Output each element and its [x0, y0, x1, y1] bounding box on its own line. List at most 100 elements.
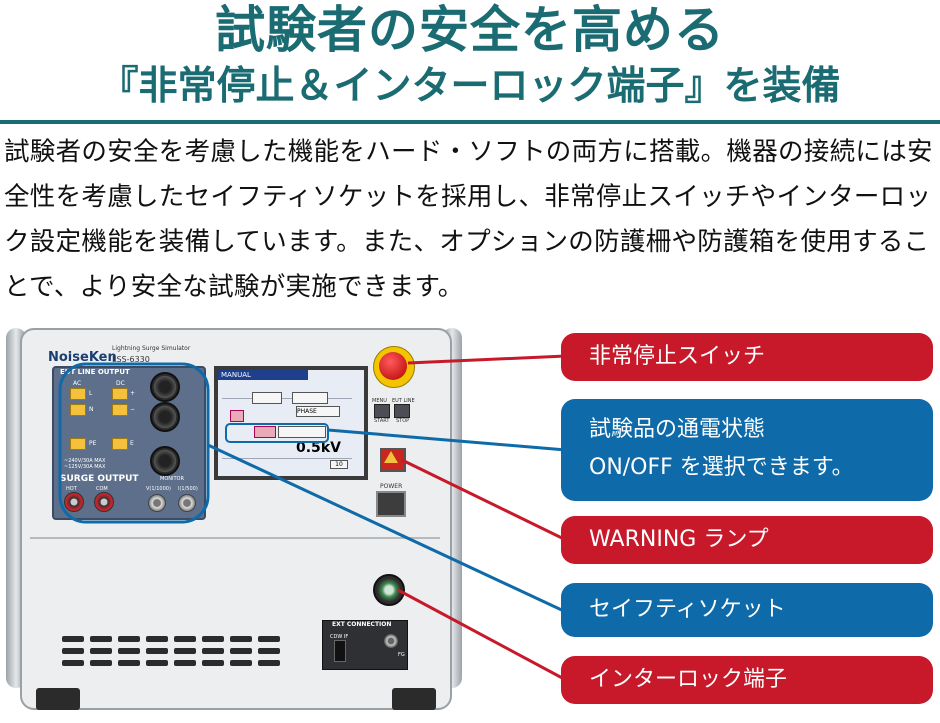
com-label: COM: [96, 486, 108, 492]
eut-terminal-2[interactable]: [150, 402, 180, 432]
vent-slot: [146, 636, 168, 642]
ratings-text: ~240V/30A MAX ~125V/30A MAX: [64, 458, 106, 470]
interlock-terminal[interactable]: [334, 640, 346, 662]
surge-hot-jack[interactable]: [64, 492, 84, 512]
callout-warning-lamp: WARNING ランプ: [561, 516, 933, 564]
lcd-row-line: [222, 398, 352, 399]
lcd-pink-button[interactable]: [230, 410, 244, 422]
vent-slot: [118, 660, 140, 666]
callout-safety-socket: セイフティソケット: [561, 583, 933, 637]
vent-slot: [146, 660, 168, 666]
eut-line-label: EUT LINE: [392, 398, 415, 404]
switch-label-l: L: [89, 390, 93, 397]
title-divider: [0, 120, 940, 124]
vent-slot: [174, 660, 196, 666]
vent-slot: [230, 648, 252, 654]
vent-slot: [258, 660, 280, 666]
surge-com-jack[interactable]: [94, 492, 114, 512]
callout-emergency-stop: 非常停止スイッチ: [561, 333, 933, 381]
fg-terminal[interactable]: [384, 634, 398, 648]
stop-button[interactable]: [394, 404, 410, 418]
leader-emergency: [407, 354, 567, 365]
cdw-if-label: CDW IF: [330, 634, 349, 640]
lcd-count-field[interactable]: 10: [330, 460, 348, 469]
callout-eut-power-state: 試験品の通電状態 ON/OFF を選択できます。: [561, 399, 933, 501]
eut-switch-n[interactable]: [70, 404, 86, 416]
lcd-row-line: [222, 458, 352, 459]
page-subtitle: 『非常停止＆インターロック端子』を装備: [99, 64, 841, 109]
hot-label: HOT: [66, 486, 77, 492]
vent-slot: [202, 648, 224, 654]
fg-label: FG: [398, 652, 405, 658]
eut-switch-pe[interactable]: [70, 438, 86, 450]
menu-label: MENU: [372, 398, 387, 404]
description-text: 試験者の安全を考慮した機能をハード・ソフトの両方に搭載。機器の接続には安全性を考…: [4, 137, 933, 302]
product-subtitle: Lightning Surge Simulator: [112, 345, 191, 352]
device-foot-right: [392, 688, 436, 710]
callout-interlock-terminal: インターロック端子: [561, 656, 933, 704]
vent-slot: [90, 636, 112, 642]
page-title: 試験者の安全を高める: [215, 1, 725, 59]
eut-switch-plus[interactable]: [112, 388, 128, 400]
switch-label-dc: DC: [116, 380, 125, 387]
vent-slot: [62, 648, 84, 654]
start-label: START: [374, 418, 390, 424]
leader-interlock: [397, 588, 567, 682]
lcd-pink-button[interactable]: [254, 426, 276, 438]
lcd-mode-title: MANUAL: [218, 370, 308, 380]
eut-panel-highlight: [58, 362, 210, 524]
switch-label-plus: +: [130, 390, 136, 397]
vent-slot: [90, 648, 112, 654]
eut-line-output-label: EUT LINE OUTPUT: [60, 368, 130, 376]
lcd-voltage-readout: 0.5kV: [296, 440, 341, 456]
vent-slot: [118, 636, 140, 642]
vent-slot: [62, 636, 84, 642]
stop-label: STOP: [396, 418, 410, 424]
vent-slot: [230, 636, 252, 642]
eut-terminal-1[interactable]: [150, 372, 180, 402]
monitor-v-jack[interactable]: [148, 494, 166, 512]
lcd-field[interactable]: [252, 392, 282, 404]
lcd-highlight: [225, 423, 329, 443]
eut-terminal-3[interactable]: [150, 446, 180, 476]
emergency-stop-button[interactable]: [379, 352, 407, 380]
ext-connection-label: EXT CONNECTION: [332, 621, 392, 628]
device-foot-left: [36, 688, 80, 710]
monitor-label: MONITOR: [160, 476, 184, 482]
switch-label-minus: −: [130, 406, 136, 413]
warning-triangle-icon: [384, 451, 398, 463]
eut-switch-l[interactable]: [70, 388, 86, 400]
monitor-i-label: I(1/500): [178, 486, 198, 492]
eut-switch-e[interactable]: [112, 438, 128, 450]
device-divider: [30, 537, 440, 539]
switch-label-ac: AC: [73, 380, 82, 387]
vent-slot: [118, 648, 140, 654]
switch-label-pe: PE: [89, 440, 97, 447]
model-number: LSS-6330: [112, 355, 150, 364]
switch-label-e: E: [130, 440, 134, 447]
power-switch[interactable]: [376, 491, 406, 517]
monitor-v-label: V(1/1000): [146, 486, 171, 492]
power-label: POWER: [380, 483, 403, 490]
surge-output-label: SURGE OUTPUT: [60, 474, 139, 484]
leader-warning: [401, 458, 567, 542]
monitor-i-jack[interactable]: [178, 494, 196, 512]
lcd-field[interactable]: [292, 392, 328, 404]
switch-label-n: N: [89, 406, 94, 413]
vent-slot: [258, 636, 280, 642]
brand-logo: NoiseKen: [48, 350, 117, 365]
vent-slot: [146, 648, 168, 654]
vent-slot: [202, 660, 224, 666]
leader-safety-socket: [207, 443, 567, 614]
eut-switch-minus[interactable]: [112, 404, 128, 416]
lcd-phase-field[interactable]: PHASE: [296, 406, 340, 417]
leader-eut-state: [327, 428, 567, 452]
lcd-field[interactable]: [278, 426, 326, 438]
vent-slot: [230, 660, 252, 666]
safety-socket[interactable]: [373, 574, 405, 606]
vent-slot: [174, 636, 196, 642]
vent-slot: [258, 648, 280, 654]
start-button[interactable]: [374, 404, 390, 418]
vent-slot: [90, 660, 112, 666]
